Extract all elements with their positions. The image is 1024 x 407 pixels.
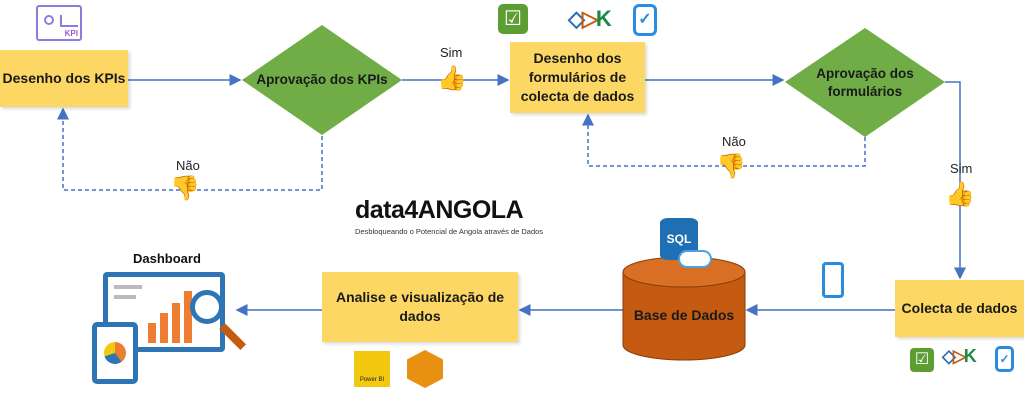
- power-bi-icon: Power BI: [354, 351, 390, 387]
- form-design-box[interactable]: Desenho dos formulários de colecta de da…: [510, 42, 645, 113]
- odk-icon: ◇▷K: [568, 6, 612, 31]
- tablet-icon: [92, 322, 138, 384]
- thumbs-down-icon: 👎: [170, 175, 200, 202]
- checklist-app-icon: ✓: [633, 4, 657, 36]
- cloud-icon: [678, 250, 712, 268]
- kpi-design-box[interactable]: Desenho dos KPIs: [0, 50, 128, 107]
- arrow-kpi-rejected: [57, 107, 323, 191]
- form-approval-diamond: [785, 28, 945, 137]
- mobile-phone-icon: [822, 262, 844, 298]
- thumbs-down-icon: 👎: [716, 153, 746, 180]
- arrow-forms-rejected: [582, 113, 866, 167]
- form-approval-label[interactable]: Aprovação dos formulários: [816, 66, 914, 99]
- data4angola-logo: data4ANGOLA Desbloqueando o Potencial de…: [355, 196, 585, 236]
- database-label[interactable]: Base de Dados: [633, 307, 735, 323]
- logo-name: data4ANGOLA: [355, 196, 524, 224]
- yes-label-2: Sim: [950, 161, 973, 176]
- data-collection-box[interactable]: Colecta de dados: [895, 280, 1024, 337]
- thumbs-up-icon: 👍: [945, 181, 975, 208]
- odk-icon: ◇▷K: [942, 346, 977, 366]
- database-cylinder: [622, 256, 746, 361]
- no-label-1: Não: [176, 158, 200, 173]
- kpi-presentation-icon: KPI: [36, 5, 82, 41]
- kobo-form-icon: ☑: [498, 4, 528, 34]
- arrow-approval-to-collection: [945, 81, 966, 280]
- kobo-form-icon: ☑: [910, 348, 934, 372]
- kpi-approval-label[interactable]: Aprovação dos KPIs: [256, 72, 388, 87]
- no-label-2: Não: [722, 134, 746, 149]
- logo-tagline: Desbloqueando o Potencial de Angola atra…: [355, 227, 544, 236]
- kpi-approval-diamond: [242, 25, 402, 135]
- yes-label-1: Sim: [440, 45, 463, 60]
- analytics-app-icon: [407, 350, 443, 388]
- dashboard-label: Dashboard: [133, 251, 201, 266]
- analysis-box[interactable]: Analise e visualização de dados: [322, 272, 518, 342]
- magnifier-icon: [190, 290, 224, 324]
- checklist-app-icon: ✓: [995, 346, 1014, 372]
- thumbs-up-icon: 👍: [437, 65, 467, 92]
